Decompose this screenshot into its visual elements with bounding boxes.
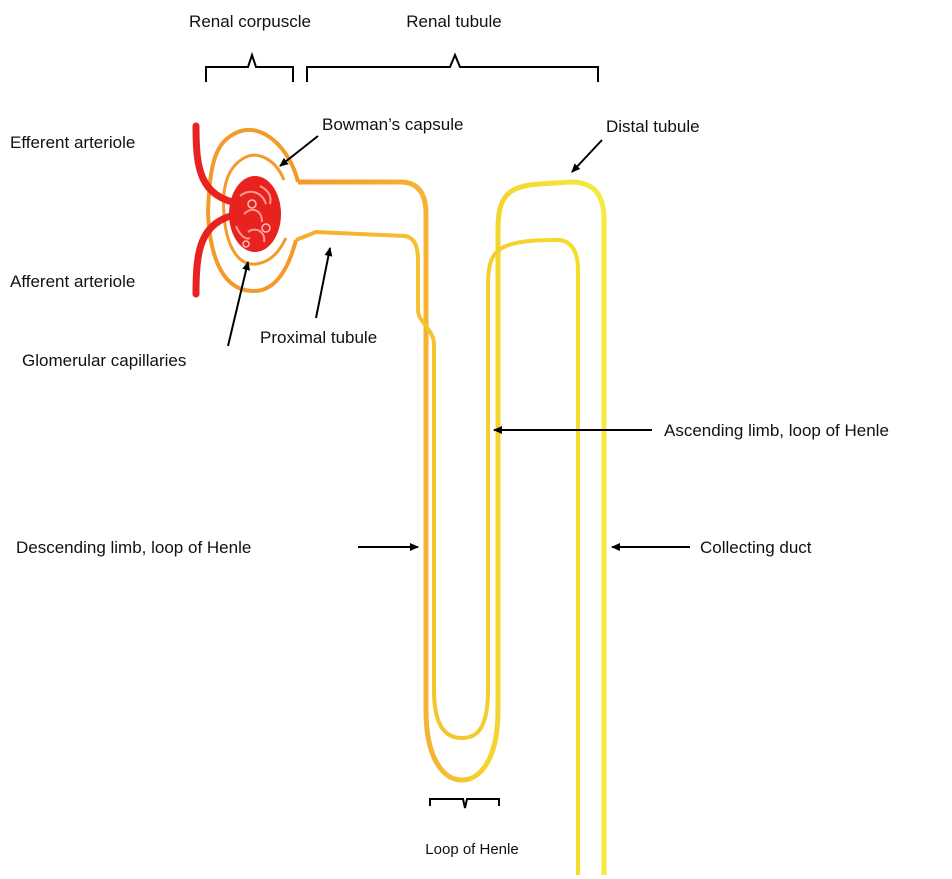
label-glomerular-capillaries: Glomerular capillaries [22, 351, 186, 370]
label-bowmans-capsule: Bowman’s capsule [322, 115, 463, 134]
label-descending-limb: Descending limb, loop of Henle [16, 538, 251, 557]
label-proximal-tubule: Proximal tubule [260, 328, 377, 347]
label-ascending-limb: Ascending limb, loop of Henle [664, 421, 889, 440]
label-collecting-duct: Collecting duct [700, 538, 812, 557]
label-afferent-arteriole: Afferent arteriole [10, 272, 135, 291]
label-loop-of-henle: Loop of Henle [425, 841, 518, 858]
proximal-tubule-arrow [316, 248, 330, 318]
distal-tubule-arrow [572, 140, 602, 172]
renal-corpuscle-bracket [206, 55, 293, 82]
glomerulus [229, 176, 281, 252]
tubule-outer-wall [298, 182, 604, 875]
label-renal-corpuscle: Renal corpuscle [189, 12, 311, 31]
label-renal-tubule: Renal tubule [406, 12, 501, 31]
label-efferent-arteriole: Efferent arteriole [10, 133, 135, 152]
loop-of-henle-bracket [430, 799, 499, 808]
label-distal-tubule: Distal tubule [606, 117, 700, 136]
renal-tubule-bracket [307, 55, 598, 82]
glomerular-capillaries-arrow [228, 262, 248, 346]
